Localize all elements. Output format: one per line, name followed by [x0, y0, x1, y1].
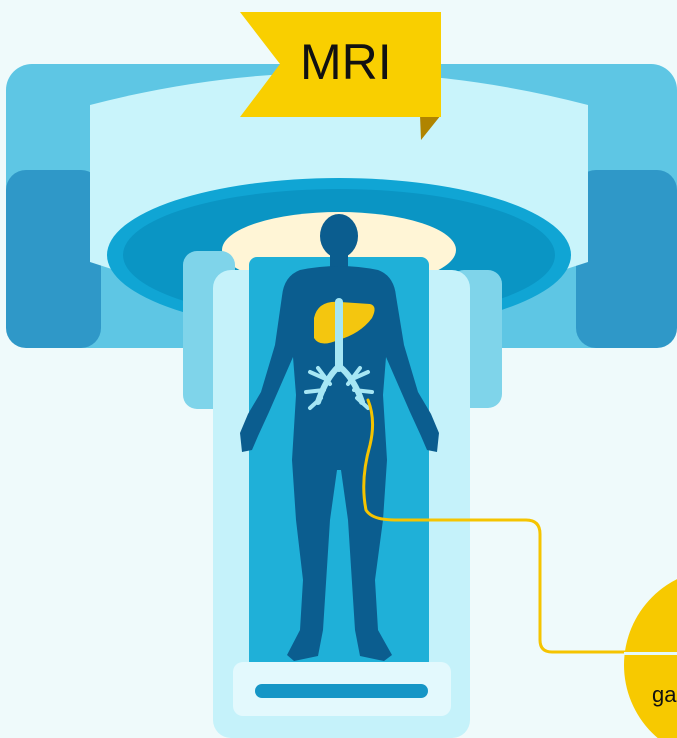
scanner-side-left: [6, 170, 101, 348]
callout-badge: [624, 569, 677, 738]
table-foot-bar: [255, 684, 428, 698]
banner-title: MRI: [300, 32, 392, 92]
callout-label: ga: [652, 682, 676, 708]
scanner-side-right: [576, 170, 677, 348]
